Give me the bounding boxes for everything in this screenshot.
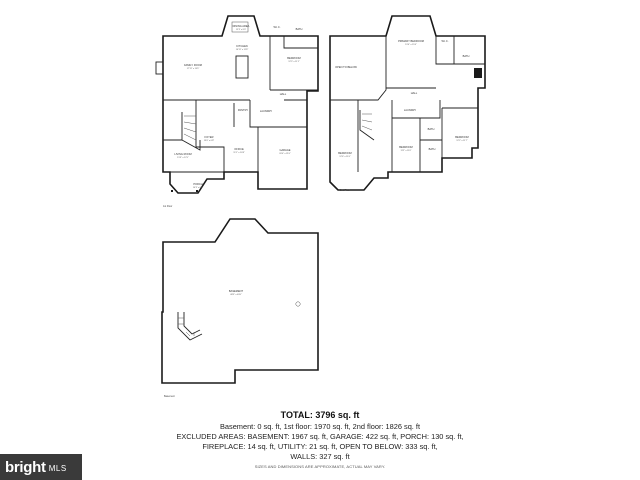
second-floor-interior-wall [358,36,387,101]
room-dims-primary: 19'4" x 15'4" [405,44,417,46]
room-label-primary: PRIMARY BEDROOM [398,39,424,43]
dining-table [231,21,249,33]
room-label-hall1: HALL [280,92,287,96]
room-dims-basement: 48'9" x 43'0" [230,294,242,296]
area-breakdown-line-4: WALLS: 327 sq. ft [290,452,350,461]
basement-utility-fixture [295,301,301,307]
room-label-laundry: LAUNDRY [260,109,273,113]
area-breakdown-line-3: FIREPLACE: 14 sq. ft, UTILITY: 21 sq. ft… [202,442,438,451]
room-dims-office: 11'1" x 10'8" [233,152,245,154]
first-floor-interior-wall [195,100,225,172]
second-floor-stairs [359,110,375,141]
room-label-porch: PORCH [193,182,202,186]
room-label-living: LIVING ROOM [174,152,191,156]
room-label-hall2: HALL [411,91,418,95]
room-label-office: OFFICE [234,147,244,151]
porch-post [196,190,198,192]
basement-stairs [177,312,203,341]
room-dims-porch: 16'3" x 6'4" [193,187,204,189]
area-breakdown-line-1: Basement: 0 sq. ft, 1st floor: 1970 sq. … [219,422,421,431]
room-dims-bedroom3: 11'2" x 11'0" [400,150,411,152]
room-label-bedroom4: BEDROOM [455,135,468,139]
basement-outline [161,218,319,384]
utility-chase [474,68,482,78]
floor-name-first: 1st Floor [163,205,173,208]
room-dims-family: 17'11" x 13'9" [187,68,200,70]
porch-post [171,190,173,192]
room-label-bedroom1: BEDROOM [287,56,300,60]
first-floor-interior-wall [249,100,307,128]
room-label-bath3: BATH [428,127,435,131]
room-dims-dining: 15'3" x 8'0" [236,29,247,31]
room-label-bedroom3: BEDROOM [399,145,412,149]
room-label-wic2: W.I.C. [441,39,448,43]
second-floor-interior-wall [435,36,485,65]
room-label-openbelow: OPEN TO BELOW [335,65,357,69]
floor-name-basement: Basement [164,395,175,398]
second-floor-interior-wall [392,100,441,119]
first-floor-interior-wall [283,36,318,49]
room-label-pantry: PANTRY [238,108,249,112]
first-floor-outline [162,15,319,194]
second-floor-interior-wall [330,99,359,172]
first-floor-stairs [181,112,201,151]
floor-plan-drawing: DINING AREA 15'3" x 8'0" KITCHEN 16'11" … [155,15,486,398]
floor-name-second: 2nd Floor [340,189,350,192]
basement-plan: BASEMENT 48'9" x 43'0" Basement [161,218,319,398]
room-label-garage: GARAGE [279,148,290,152]
room-dims-bedroom4: 12'2" x 11'7" [456,140,468,142]
watermark-suffix: MLS [48,464,67,473]
watermark-brand: bright [5,458,46,476]
room-dims-kitchen: 16'11" x 12'8" [236,49,249,51]
room-dims-living: 15'3" x 17'0" [177,157,189,159]
room-dims-bedroom1: 12'5" x 11'1" [288,61,300,63]
total-area: TOTAL: 3796 sq. ft [280,410,360,420]
second-floor-plan: OPEN TO BELOW PRIMARY BEDROOM 19'4" x 15… [329,15,486,192]
first-floor-plan: DINING AREA 15'3" x 8'0" KITCHEN 16'11" … [155,15,319,208]
room-label-bath2: BATH [463,54,470,58]
room-label-foyer: FOYER [205,135,214,139]
room-label-dining: DINING AREA [233,24,250,28]
room-label-wic1: W.I.C. [273,25,280,29]
area-breakdown-line-2: EXCLUDED AREAS: BASEMENT: 1967 sq. ft, G… [176,432,464,441]
room-label-kitchen: KITCHEN [236,44,248,48]
room-dims-garage: 20'0" x 21'0" [279,153,291,155]
room-label-bath1: BATH [296,27,303,31]
fireplace [155,61,164,75]
room-label-laundry2: LAUNDRY [404,108,417,112]
room-dims-foyer: 13'0" x 6'8" [204,140,215,142]
room-label-bath4: BATH [429,147,436,151]
room-label-bedroom2: BEDROOM [338,151,351,155]
disclaimer-note: SIZES AND DIMENSIONS ARE APPROXIMATE, AC… [254,464,386,469]
bright-mls-watermark: bright MLS [0,454,82,480]
room-dims-bedroom2: 12'6" x 11'0" [339,156,351,158]
second-floor-outline [329,15,486,191]
kitchen-island [235,55,249,79]
room-label-basement: BASEMENT [229,289,244,293]
room-label-family: FAMILY ROOM [184,63,202,67]
